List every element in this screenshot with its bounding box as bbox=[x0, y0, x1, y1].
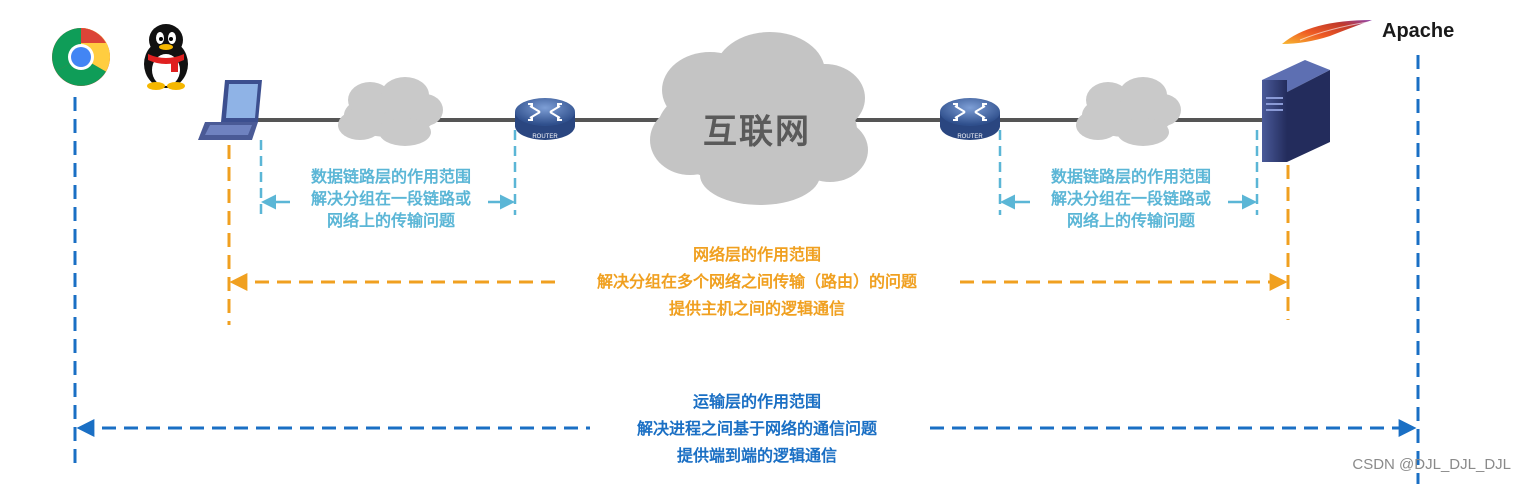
router-icon: ROUTER bbox=[515, 98, 575, 140]
network-desc: 提供主机之间的逻辑通信 bbox=[668, 299, 846, 318]
server-icon bbox=[1262, 60, 1330, 162]
router-icon: ROUTER bbox=[940, 98, 1000, 140]
datalink-desc: 网络上的传输问题 bbox=[326, 211, 456, 230]
watermark: CSDN @DJL_DJL_DJL bbox=[1352, 456, 1511, 473]
laptop-icon bbox=[198, 80, 262, 140]
internet-label: 互联网 bbox=[703, 112, 811, 152]
internet-cloud-icon bbox=[650, 32, 868, 205]
datalink-scope-left: 数据链路层的作用范围 解决分组在一段链路或 网络上的传输问题 bbox=[311, 166, 471, 232]
qq-penguin-icon bbox=[144, 24, 188, 90]
datalink-title: 数据链路层的作用范围 bbox=[1050, 167, 1212, 186]
cloud-icon bbox=[338, 77, 443, 146]
chrome-icon bbox=[52, 28, 110, 86]
network-scope: 网络层的作用范围 解决分组在多个网络之间传输（路由）的问题 提供主机之间的逻辑通… bbox=[597, 241, 917, 322]
apache-feather-icon bbox=[1282, 20, 1372, 44]
network-title: 网络层的作用范围 bbox=[692, 245, 822, 264]
transport-scope: 运输层的作用范围 解决进程之间基于网络的通信问题 提供端到端的逻辑通信 bbox=[637, 388, 877, 469]
datalink-desc: 网络上的传输问题 bbox=[1066, 211, 1196, 230]
router-label: ROUTER bbox=[957, 134, 983, 140]
apache-label: Apache bbox=[1382, 20, 1455, 42]
cloud-icon bbox=[1076, 77, 1181, 146]
transport-desc: 提供端到端的逻辑通信 bbox=[676, 446, 838, 465]
datalink-title: 数据链路层的作用范围 bbox=[310, 167, 472, 186]
transport-title: 运输层的作用范围 bbox=[692, 392, 822, 411]
datalink-desc: 解决分组在一段链路或 bbox=[310, 189, 472, 208]
datalink-desc: 解决分组在一段链路或 bbox=[1050, 189, 1212, 208]
router-label: ROUTER bbox=[532, 134, 558, 140]
transport-desc: 解决进程之间基于网络的通信问题 bbox=[636, 419, 878, 438]
network-desc: 解决分组在多个网络之间传输（路由）的问题 bbox=[596, 272, 918, 291]
datalink-scope-right: 数据链路层的作用范围 解决分组在一段链路或 网络上的传输问题 bbox=[1051, 166, 1211, 232]
